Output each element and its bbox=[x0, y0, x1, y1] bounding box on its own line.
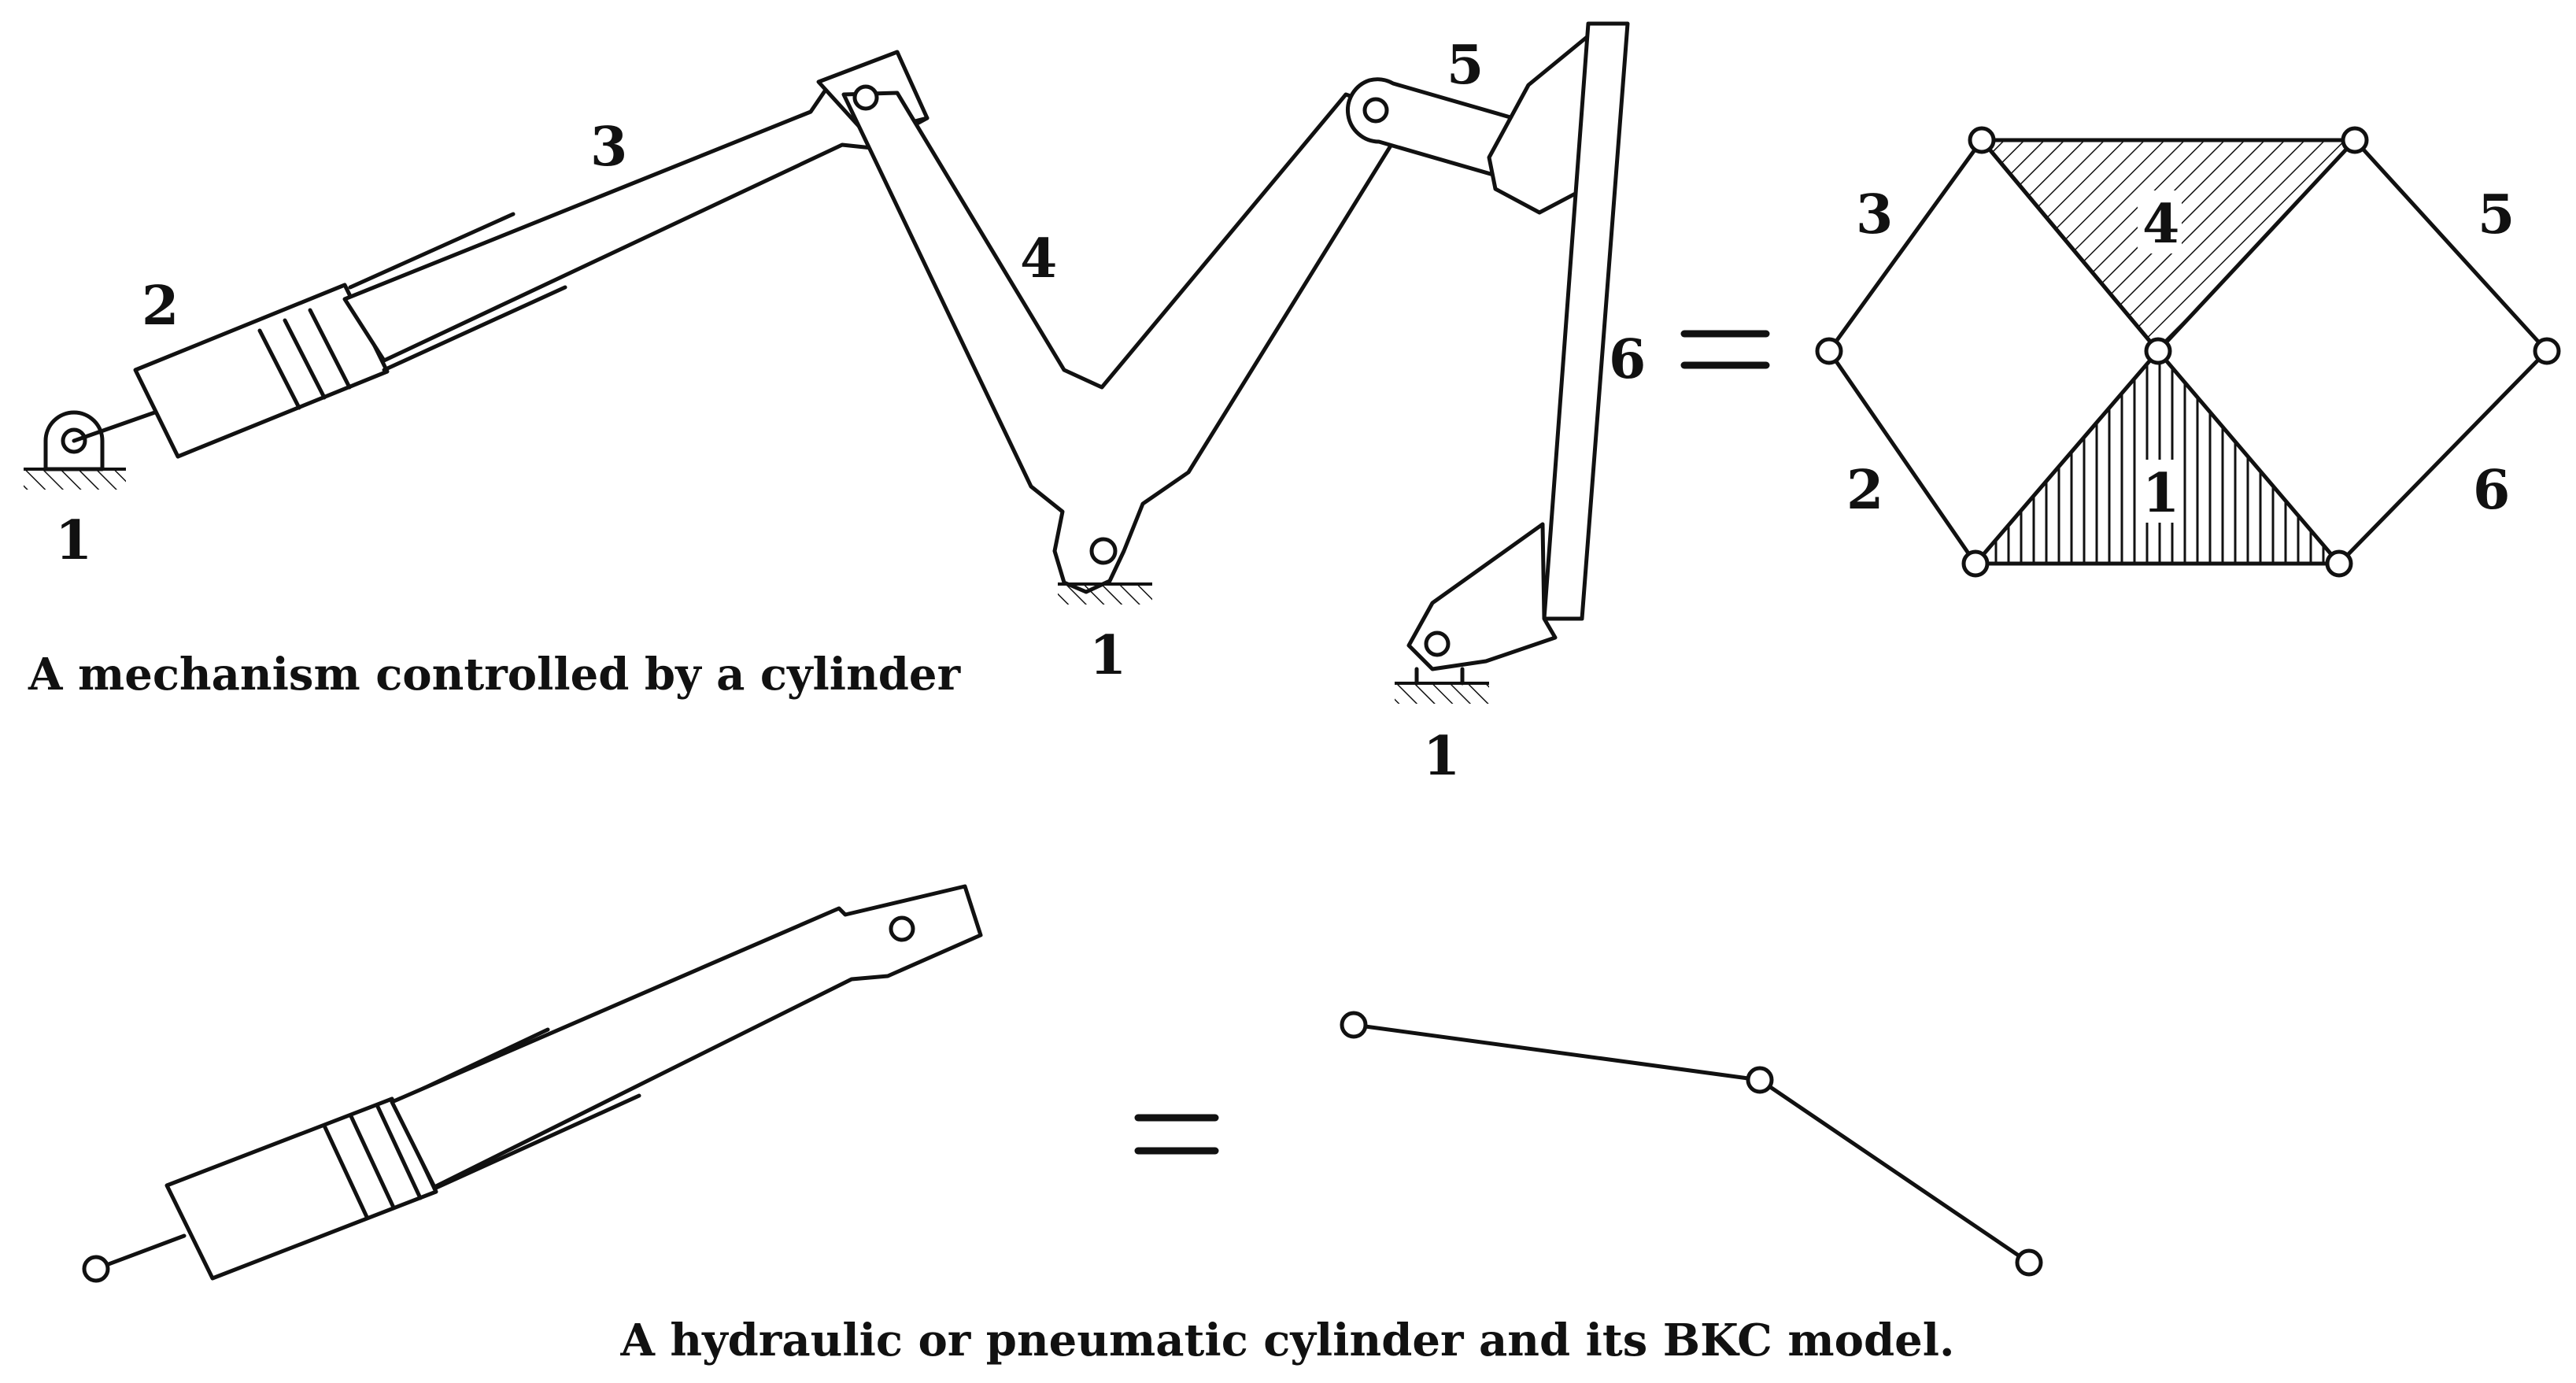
ground-support-left bbox=[24, 410, 126, 490]
caption-top: A mechanism controlled by a cylinder bbox=[28, 649, 962, 701]
ground-support-right bbox=[1395, 667, 1489, 704]
label-link-6: 6 bbox=[1609, 328, 1646, 391]
model-node bbox=[1746, 1066, 1774, 1094]
label-link-4: 4 bbox=[1020, 227, 1057, 290]
link-6 bbox=[1406, 21, 1630, 671]
graph-node bbox=[1961, 549, 1990, 578]
mechanism-drawing: 1 2 3 4 5 6 1 1 A mechanism controlled b… bbox=[24, 21, 1646, 788]
graph-label-3: 3 bbox=[1856, 183, 1893, 246]
graph-node bbox=[1815, 337, 1843, 365]
model-node bbox=[2015, 1248, 2043, 1277]
equals-sign-top bbox=[1680, 330, 1770, 369]
graph-node bbox=[1968, 126, 1996, 154]
cylinder-drawing-bottom bbox=[82, 884, 983, 1283]
bkc-model-bottom bbox=[1340, 1011, 2043, 1277]
graph-label-2: 2 bbox=[1846, 459, 1883, 522]
graph-node bbox=[2533, 337, 2561, 365]
graph-label-6: 6 bbox=[2473, 459, 2510, 522]
bkc-graph-top: 3 4 5 2 1 6 bbox=[1815, 126, 2561, 578]
label-link-1-center: 1 bbox=[1089, 624, 1126, 687]
piston-link-3 bbox=[342, 50, 930, 372]
caption-bottom: A hydraulic or pneumatic cylinder and it… bbox=[619, 1315, 1954, 1366]
graph-label-1: 1 bbox=[2142, 462, 2179, 525]
cylinder-body-top bbox=[133, 283, 390, 459]
label-link-1-right: 1 bbox=[1423, 725, 1460, 788]
link-4 bbox=[841, 84, 1411, 594]
graph-label-5: 5 bbox=[2478, 183, 2515, 246]
graph-label-4: 4 bbox=[2142, 193, 2179, 256]
equals-sign-bottom bbox=[1134, 1114, 1219, 1155]
graph-node bbox=[2325, 549, 2353, 578]
triangle-1 bbox=[1971, 348, 2344, 566]
label-link-5: 5 bbox=[1447, 34, 1484, 97]
cylinder-rod-top bbox=[72, 407, 166, 443]
ground-support-center bbox=[1058, 537, 1152, 605]
label-link-3: 3 bbox=[590, 116, 627, 179]
model-node bbox=[1340, 1011, 1368, 1039]
label-link-1-left: 1 bbox=[55, 509, 92, 572]
label-link-2: 2 bbox=[142, 275, 179, 338]
graph-node bbox=[2341, 126, 2369, 154]
graph-node bbox=[2144, 337, 2172, 365]
